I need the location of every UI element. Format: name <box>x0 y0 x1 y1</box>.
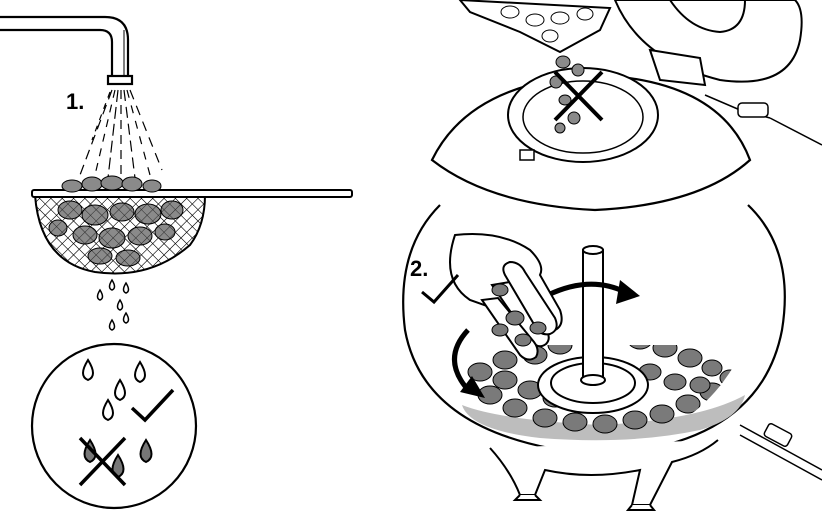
step-2-label: 2. <box>410 256 428 281</box>
dripping-water-drops <box>98 280 129 330</box>
gravel-bag <box>460 0 610 52</box>
sieve <box>30 176 352 285</box>
step-1-faucet <box>0 17 132 84</box>
water-spray <box>80 90 162 178</box>
air-tube <box>740 423 822 480</box>
open-lid <box>615 0 802 85</box>
drip-inset <box>32 344 196 508</box>
step-1-label: 1. <box>66 89 84 114</box>
aquarium-stand <box>490 440 718 510</box>
